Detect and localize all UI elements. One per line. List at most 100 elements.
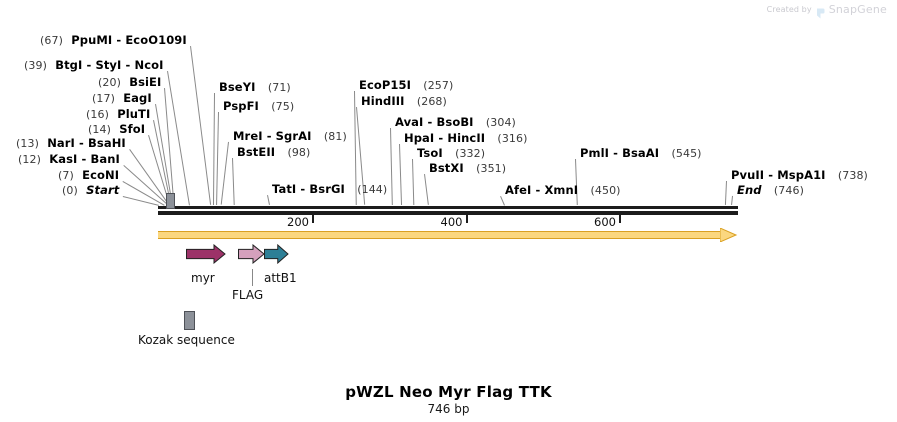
enzyme-label-bsiei[interactable]: (20) BsiEI bbox=[98, 75, 162, 90]
feature-label-connector-flag bbox=[251, 269, 253, 286]
enzyme-label-afei-xmni[interactable]: AfeI - XmnI (450) bbox=[505, 183, 621, 198]
enzyme-position-afei-xmni: (450) bbox=[590, 184, 621, 197]
enzyme-position-eagi: (17) bbox=[92, 92, 115, 105]
ruler-tick-200 bbox=[312, 215, 314, 223]
enzyme-label-eagi[interactable]: (17) EagI bbox=[92, 91, 152, 106]
enzyme-label-kasi-bani[interactable]: (12) KasI - BanI bbox=[18, 152, 120, 167]
feature-arrow-shape-attb1 bbox=[264, 243, 289, 265]
enzyme-name-eagi: EagI bbox=[123, 91, 152, 105]
ruler-tick-600 bbox=[619, 215, 621, 223]
enzyme-label-mrei-sgrai[interactable]: MreI - SgrAI (81) bbox=[233, 129, 347, 144]
leader-line-tsoi bbox=[412, 159, 415, 206]
kozak-sequence-marker[interactable] bbox=[166, 193, 175, 209]
leader-line-afei-xmni bbox=[500, 196, 505, 206]
enzyme-label-econi[interactable]: (7) EcoNI bbox=[58, 168, 120, 183]
enzyme-position-mrei-sgrai: (81) bbox=[323, 130, 347, 143]
orf-arrow-shaft bbox=[158, 231, 726, 239]
feature-label-flag[interactable]: FLAG bbox=[232, 288, 264, 302]
leader-line-bseyi bbox=[212, 92, 215, 205]
enzyme-name-tsoi: TsoI bbox=[417, 146, 443, 160]
enzyme-position-hindiii: (268) bbox=[416, 95, 447, 108]
ruler-label-200: 200 bbox=[287, 215, 309, 229]
leader-line-mrei-sgrai bbox=[220, 141, 229, 205]
leader-line-bstxi bbox=[424, 174, 429, 206]
enzyme-position-ppumi-ecoo109i: (67) bbox=[40, 34, 63, 47]
enzyme-label-btgi-styi-ncoi[interactable]: (39) BtgI - StyI - NcoI bbox=[24, 58, 164, 73]
enzyme-label-bseyi[interactable]: BseYI (71) bbox=[219, 80, 291, 95]
enzyme-name-avai-bsobi: AvaI - BsoBI bbox=[395, 115, 474, 129]
enzyme-position-hpai-hincii: (316) bbox=[497, 132, 528, 145]
enzyme-position-avai-bsobi: (304) bbox=[485, 116, 516, 129]
enzyme-label-ppumi-ecoo109i[interactable]: (67) PpuMI - EcoO109I bbox=[40, 33, 187, 48]
feature-arrow-flag[interactable] bbox=[238, 243, 265, 265]
enzyme-position-sfoi: (14) bbox=[88, 123, 111, 136]
snapgene-watermark: Created by SnapGene bbox=[766, 3, 887, 19]
feature-arrow-myr[interactable] bbox=[186, 243, 226, 265]
enzyme-label-bstеii[interactable]: BstEII (98) bbox=[237, 146, 311, 160]
enzyme-name-start: Start bbox=[86, 183, 120, 197]
enzyme-label-start[interactable]: (0) Start bbox=[62, 183, 120, 198]
enzyme-name-end: End bbox=[737, 183, 762, 197]
enzyme-label-end[interactable]: End (746) bbox=[737, 183, 804, 198]
enzyme-name-mrei-sgrai: MreI - SgrAI bbox=[233, 129, 312, 143]
plasmid-title: pWZL Neo Myr Flag TTK bbox=[345, 383, 552, 401]
leader-line-ppumi-ecoo109i bbox=[189, 46, 211, 206]
enzyme-position-bseyi: (71) bbox=[267, 81, 291, 94]
enzyme-label-hpai-hincii[interactable]: HpaI - HincII (316) bbox=[404, 132, 528, 146]
leader-line-econi bbox=[122, 181, 165, 206]
enzyme-label-pluti[interactable]: (16) PluTI bbox=[86, 108, 150, 122]
enzyme-name-pspfi: PspFI bbox=[223, 99, 259, 113]
enzyme-name-afei-xmni: AfeI - XmnI bbox=[505, 183, 579, 197]
enzyme-label-tati-bsrgi[interactable]: TatI - BsrGI (144) bbox=[272, 183, 388, 197]
leader-line-start bbox=[123, 196, 160, 206]
enzyme-label-nari-bsahi[interactable]: (13) NarI - BsaHI bbox=[16, 136, 126, 151]
enzyme-label-pspfi[interactable]: PspFI (75) bbox=[223, 99, 294, 114]
enzyme-name-pvuii-mspa1i: PvuII - MspA1I bbox=[731, 168, 826, 182]
enzyme-label-pvuii-mspa1i[interactable]: PvuII - MspA1I (738) bbox=[731, 168, 868, 183]
watermark-brand-label: SnapGene bbox=[828, 3, 887, 16]
orf-orientation-arrow[interactable] bbox=[158, 228, 738, 242]
enzyme-name-pmli-bsaai: PmlI - BsaAI bbox=[580, 146, 660, 160]
feature-label-myr[interactable]: myr bbox=[191, 271, 215, 285]
enzyme-position-tati-bsrgi: (144) bbox=[357, 183, 388, 196]
enzyme-name-bsiei: BsiEI bbox=[129, 75, 162, 89]
enzyme-name-ppumi-ecoo109i: PpuMI - EcoO109I bbox=[71, 33, 187, 47]
watermark-created-by-label: Created by bbox=[766, 5, 812, 14]
enzyme-name-econi: EcoNI bbox=[82, 168, 120, 182]
enzyme-label-hindiii[interactable]: HindIII (268) bbox=[361, 94, 447, 109]
enzyme-label-sfoi[interactable]: (14) SfoI bbox=[88, 122, 146, 137]
enzyme-label-avai-bsobi[interactable]: AvaI - BsoBI (304) bbox=[395, 115, 516, 130]
feature-label-attb1[interactable]: attB1 bbox=[264, 271, 297, 285]
enzyme-position-pluti: (16) bbox=[86, 108, 109, 121]
enzyme-name-bstxi: BstXI bbox=[429, 161, 464, 175]
feature-arrow-attb1[interactable] bbox=[264, 243, 289, 265]
enzyme-label-bstxi[interactable]: BstXI (351) bbox=[429, 161, 507, 176]
sequence-backbone-gap bbox=[158, 209, 738, 211]
leader-line-bstеii bbox=[232, 158, 235, 206]
enzyme-name-bseyi: BseYI bbox=[219, 80, 256, 94]
enzyme-position-bstеii: (98) bbox=[287, 146, 311, 159]
leader-line-end bbox=[731, 195, 733, 205]
enzyme-position-ecop15i: (257) bbox=[423, 79, 454, 92]
enzyme-name-kasi-bani: KasI - BanI bbox=[49, 152, 120, 166]
leader-line-pspfi bbox=[216, 111, 219, 205]
enzyme-position-pvuii-mspa1i: (738) bbox=[837, 169, 868, 182]
enzyme-position-tsoi: (332) bbox=[455, 147, 486, 160]
enzyme-label-pmli-bsaai[interactable]: PmlI - BsaAI (545) bbox=[580, 146, 702, 161]
plasmid-size-label: 746 bp bbox=[427, 402, 470, 416]
ruler-label-400: 400 bbox=[440, 215, 463, 229]
enzyme-position-end: (746) bbox=[773, 184, 804, 197]
enzyme-label-tsoi[interactable]: TsoI (332) bbox=[417, 146, 486, 161]
enzyme-name-nari-bsahi: NarI - BsaHI bbox=[47, 136, 126, 150]
enzyme-name-btgi-styi-ncoi: BtgI - StyI - NcoI bbox=[55, 58, 164, 72]
feature-arrow-shape-myr bbox=[186, 243, 226, 265]
ruler-label-600: 600 bbox=[594, 215, 616, 229]
enzyme-position-bstxi: (351) bbox=[476, 162, 507, 175]
leader-line-btgi-styi-ncoi bbox=[166, 71, 190, 206]
enzyme-label-ecop15i[interactable]: EcoP15I (257) bbox=[359, 79, 454, 93]
leader-line-nari-bsahi bbox=[128, 149, 170, 206]
enzyme-name-sfoi: SfoI bbox=[119, 122, 146, 136]
kozak-legend-label: Kozak sequence bbox=[138, 333, 235, 347]
enzyme-name-hindiii: HindIII bbox=[361, 94, 405, 108]
